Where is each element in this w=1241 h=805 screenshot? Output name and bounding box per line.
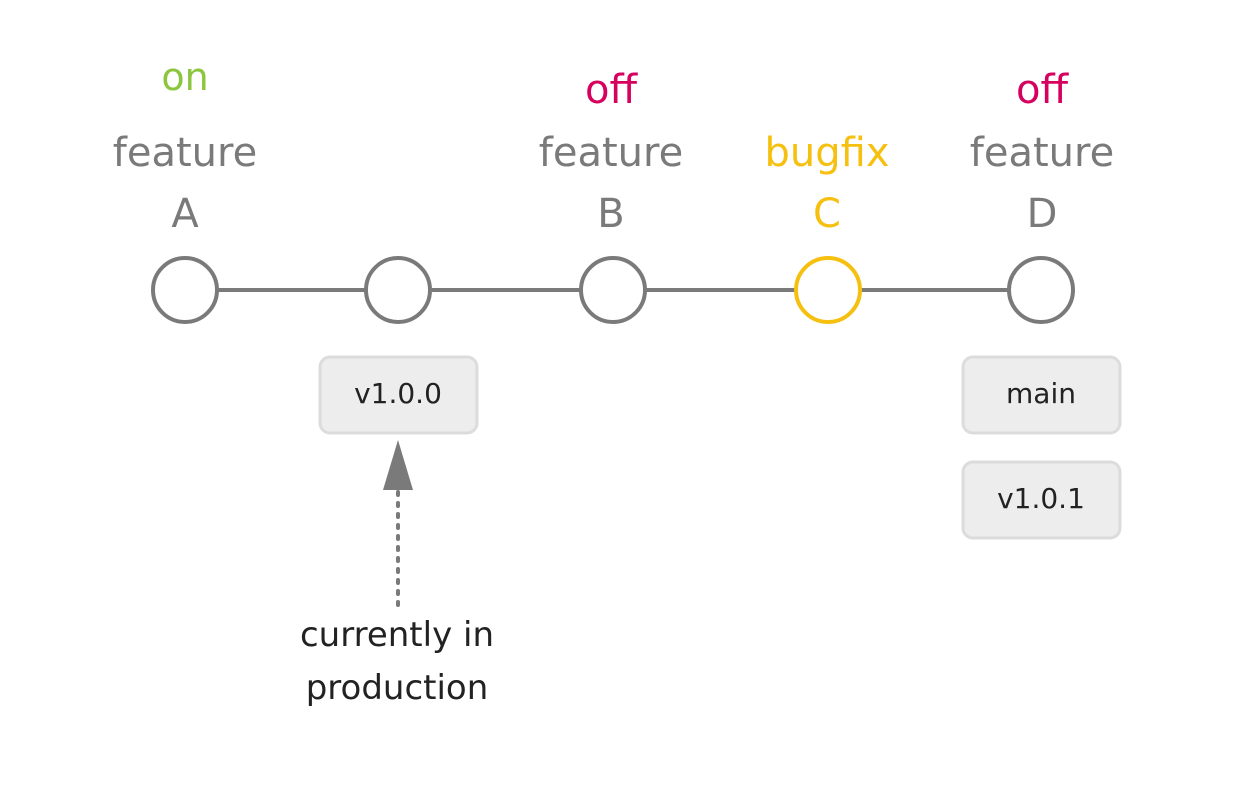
commit-b-letter: B [597,191,624,237]
commit-a-letter: A [171,191,199,237]
commit-d-status: off [1016,67,1069,113]
tag-v1-0-0-label: v1.0.0 [354,377,442,410]
production-pointer-arrow [383,440,413,608]
commit-node-b [579,256,647,324]
commit-nodes [151,256,1075,324]
arrow-head-icon [383,440,413,490]
branch-main-tag: main [961,355,1122,435]
commit-node-c [794,256,862,324]
commit-c-kind: bugfix [765,130,890,176]
annotation-line-1: currently in [300,615,494,655]
commit-a-kind: feature [113,130,257,176]
commit-b-kind: feature [539,130,683,176]
commit-node-a [151,256,219,324]
commit-d-kind: feature [970,130,1114,176]
commit-node-d [1007,256,1075,324]
commit-a-status: on [161,55,208,99]
commit-node-2 [364,256,432,324]
commit-c-letter: C [813,191,841,237]
commit-b-status: off [585,67,638,113]
tag-v1-0-0: v1.0.0 [318,355,479,435]
annotation-line-2: production [306,668,489,708]
commit-d-letter: D [1027,191,1058,237]
tag-v1-0-1: v1.0.1 [961,460,1122,540]
branch-main-label: main [1006,377,1076,410]
tag-v1-0-1-label: v1.0.1 [997,482,1085,515]
